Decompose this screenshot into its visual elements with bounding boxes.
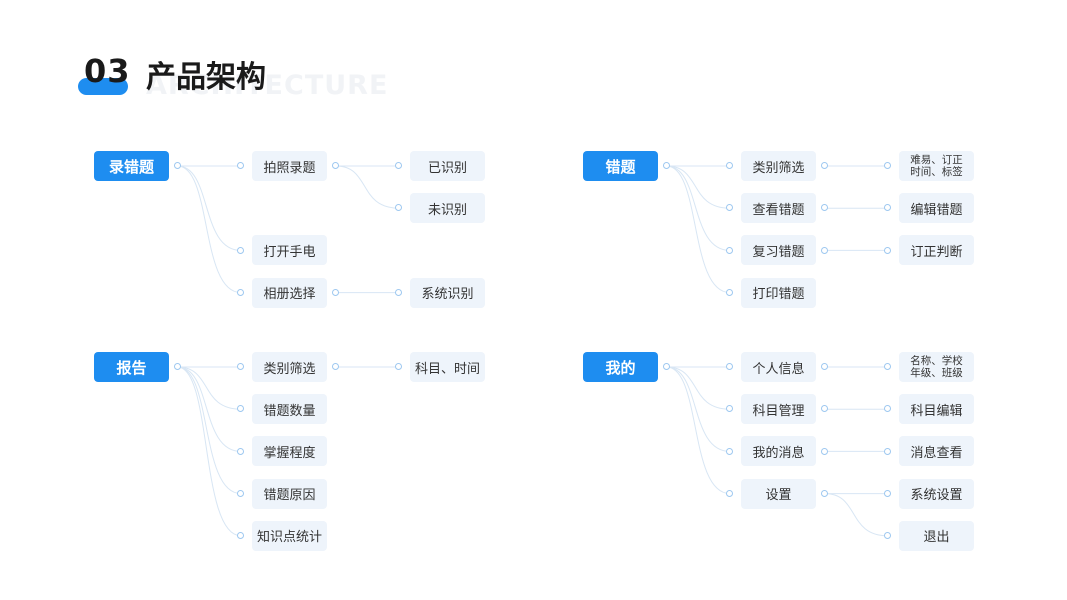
branch-node[interactable]: 类别筛选 bbox=[741, 151, 816, 181]
connector-dot bbox=[884, 162, 892, 170]
connector-dot bbox=[821, 489, 829, 497]
connector-dot bbox=[726, 489, 734, 497]
root-node[interactable]: 我的 bbox=[583, 352, 658, 382]
connector-dot bbox=[821, 162, 829, 170]
connector-dot bbox=[884, 246, 892, 254]
connector bbox=[335, 165, 400, 209]
connector-dot bbox=[884, 204, 892, 212]
branch-node[interactable]: 相册选择 bbox=[252, 277, 327, 308]
connector-dot bbox=[821, 405, 829, 413]
connector-dot bbox=[821, 447, 829, 455]
branch-node[interactable]: 查看错题 bbox=[741, 193, 816, 224]
leaf-node[interactable]: 订正判断 bbox=[899, 235, 974, 266]
connector-dot bbox=[884, 532, 892, 539]
connector-dot bbox=[726, 405, 734, 413]
connector bbox=[666, 366, 731, 452]
connector-dot bbox=[237, 489, 245, 497]
connector-dot bbox=[395, 288, 403, 296]
connector-dot bbox=[726, 447, 734, 455]
connector-dot bbox=[332, 162, 340, 170]
connector-dot bbox=[884, 363, 892, 371]
connector-dot bbox=[821, 363, 829, 371]
branch-node[interactable]: 错题数量 bbox=[252, 394, 327, 425]
branch-node[interactable]: 复习错题 bbox=[741, 235, 816, 266]
root-node[interactable]: 录错题 bbox=[94, 151, 169, 181]
leaf-node[interactable]: 系统识别 bbox=[410, 277, 485, 308]
connector-dot bbox=[332, 288, 340, 296]
leaf-node[interactable]: 难易、订正 时间、标签 bbox=[899, 151, 974, 181]
connector-dot bbox=[726, 288, 734, 296]
page-title: 产品架构 bbox=[146, 60, 266, 95]
connector-dot bbox=[237, 363, 245, 371]
leaf-node[interactable]: 系统设置 bbox=[899, 478, 974, 509]
connector bbox=[666, 366, 731, 495]
branch-node[interactable]: 科目管理 bbox=[741, 394, 816, 425]
leaf-node[interactable]: 编辑错题 bbox=[899, 193, 974, 224]
branch-node[interactable]: 类别筛选 bbox=[252, 352, 327, 382]
branch-node[interactable]: 个人信息 bbox=[741, 352, 816, 382]
branch-node[interactable]: 打印错题 bbox=[741, 277, 816, 308]
connector-dot bbox=[237, 405, 245, 413]
connector bbox=[824, 493, 889, 537]
branch-node[interactable]: 知识点统计 bbox=[252, 520, 327, 551]
connector bbox=[666, 165, 731, 251]
connector bbox=[177, 366, 242, 452]
connector-dot bbox=[237, 162, 245, 170]
leaf-node[interactable]: 退出 bbox=[899, 520, 974, 551]
leaf-node[interactable]: 科目、时间 bbox=[410, 352, 485, 382]
connector-dot bbox=[173, 162, 181, 170]
connector bbox=[666, 165, 731, 209]
connector bbox=[666, 165, 731, 294]
connector-dot bbox=[173, 363, 181, 371]
header-accent-bar bbox=[78, 78, 128, 95]
connector bbox=[177, 366, 242, 495]
connector-dot bbox=[884, 489, 892, 497]
connector-dot bbox=[662, 162, 670, 170]
connector-dot bbox=[395, 162, 403, 170]
leaf-node[interactable]: 科目编辑 bbox=[899, 394, 974, 425]
connector bbox=[177, 165, 242, 294]
connector-dot bbox=[726, 246, 734, 254]
branch-node[interactable]: 掌握程度 bbox=[252, 436, 327, 467]
connector-dot bbox=[237, 447, 245, 455]
connector bbox=[177, 366, 242, 410]
connector-dot bbox=[395, 204, 403, 212]
connector-dot bbox=[884, 447, 892, 455]
connector-dot bbox=[726, 204, 734, 212]
leaf-node[interactable]: 消息查看 bbox=[899, 436, 974, 467]
connector-dot bbox=[821, 204, 829, 212]
leaf-node[interactable]: 已识别 bbox=[410, 151, 485, 181]
connector-dot bbox=[332, 363, 340, 371]
connector-dot bbox=[237, 288, 245, 296]
connector bbox=[177, 165, 242, 251]
connector-dot bbox=[395, 363, 403, 371]
branch-node[interactable]: 打开手电 bbox=[252, 235, 327, 266]
root-node[interactable]: 报告 bbox=[94, 352, 169, 382]
connector-dot bbox=[237, 532, 245, 539]
connector bbox=[666, 366, 731, 410]
connector-dot bbox=[726, 162, 734, 170]
connector-dot bbox=[884, 405, 892, 413]
leaf-node[interactable]: 名称、学校 年级、班级 bbox=[899, 352, 974, 382]
branch-node[interactable]: 错题原因 bbox=[252, 478, 327, 509]
connector-dot bbox=[726, 363, 734, 371]
root-node[interactable]: 错题 bbox=[583, 151, 658, 181]
branch-node[interactable]: 设置 bbox=[741, 478, 816, 509]
connector bbox=[177, 366, 242, 537]
connector-dot bbox=[821, 246, 829, 254]
leaf-node[interactable]: 未识别 bbox=[410, 193, 485, 224]
section-number: 03 bbox=[84, 52, 131, 90]
branch-node[interactable]: 我的消息 bbox=[741, 436, 816, 467]
branch-node[interactable]: 拍照录题 bbox=[252, 151, 327, 181]
connector-dot bbox=[237, 246, 245, 254]
header-watermark: ARCHITECTURE bbox=[146, 70, 389, 101]
connector-dot bbox=[662, 363, 670, 371]
